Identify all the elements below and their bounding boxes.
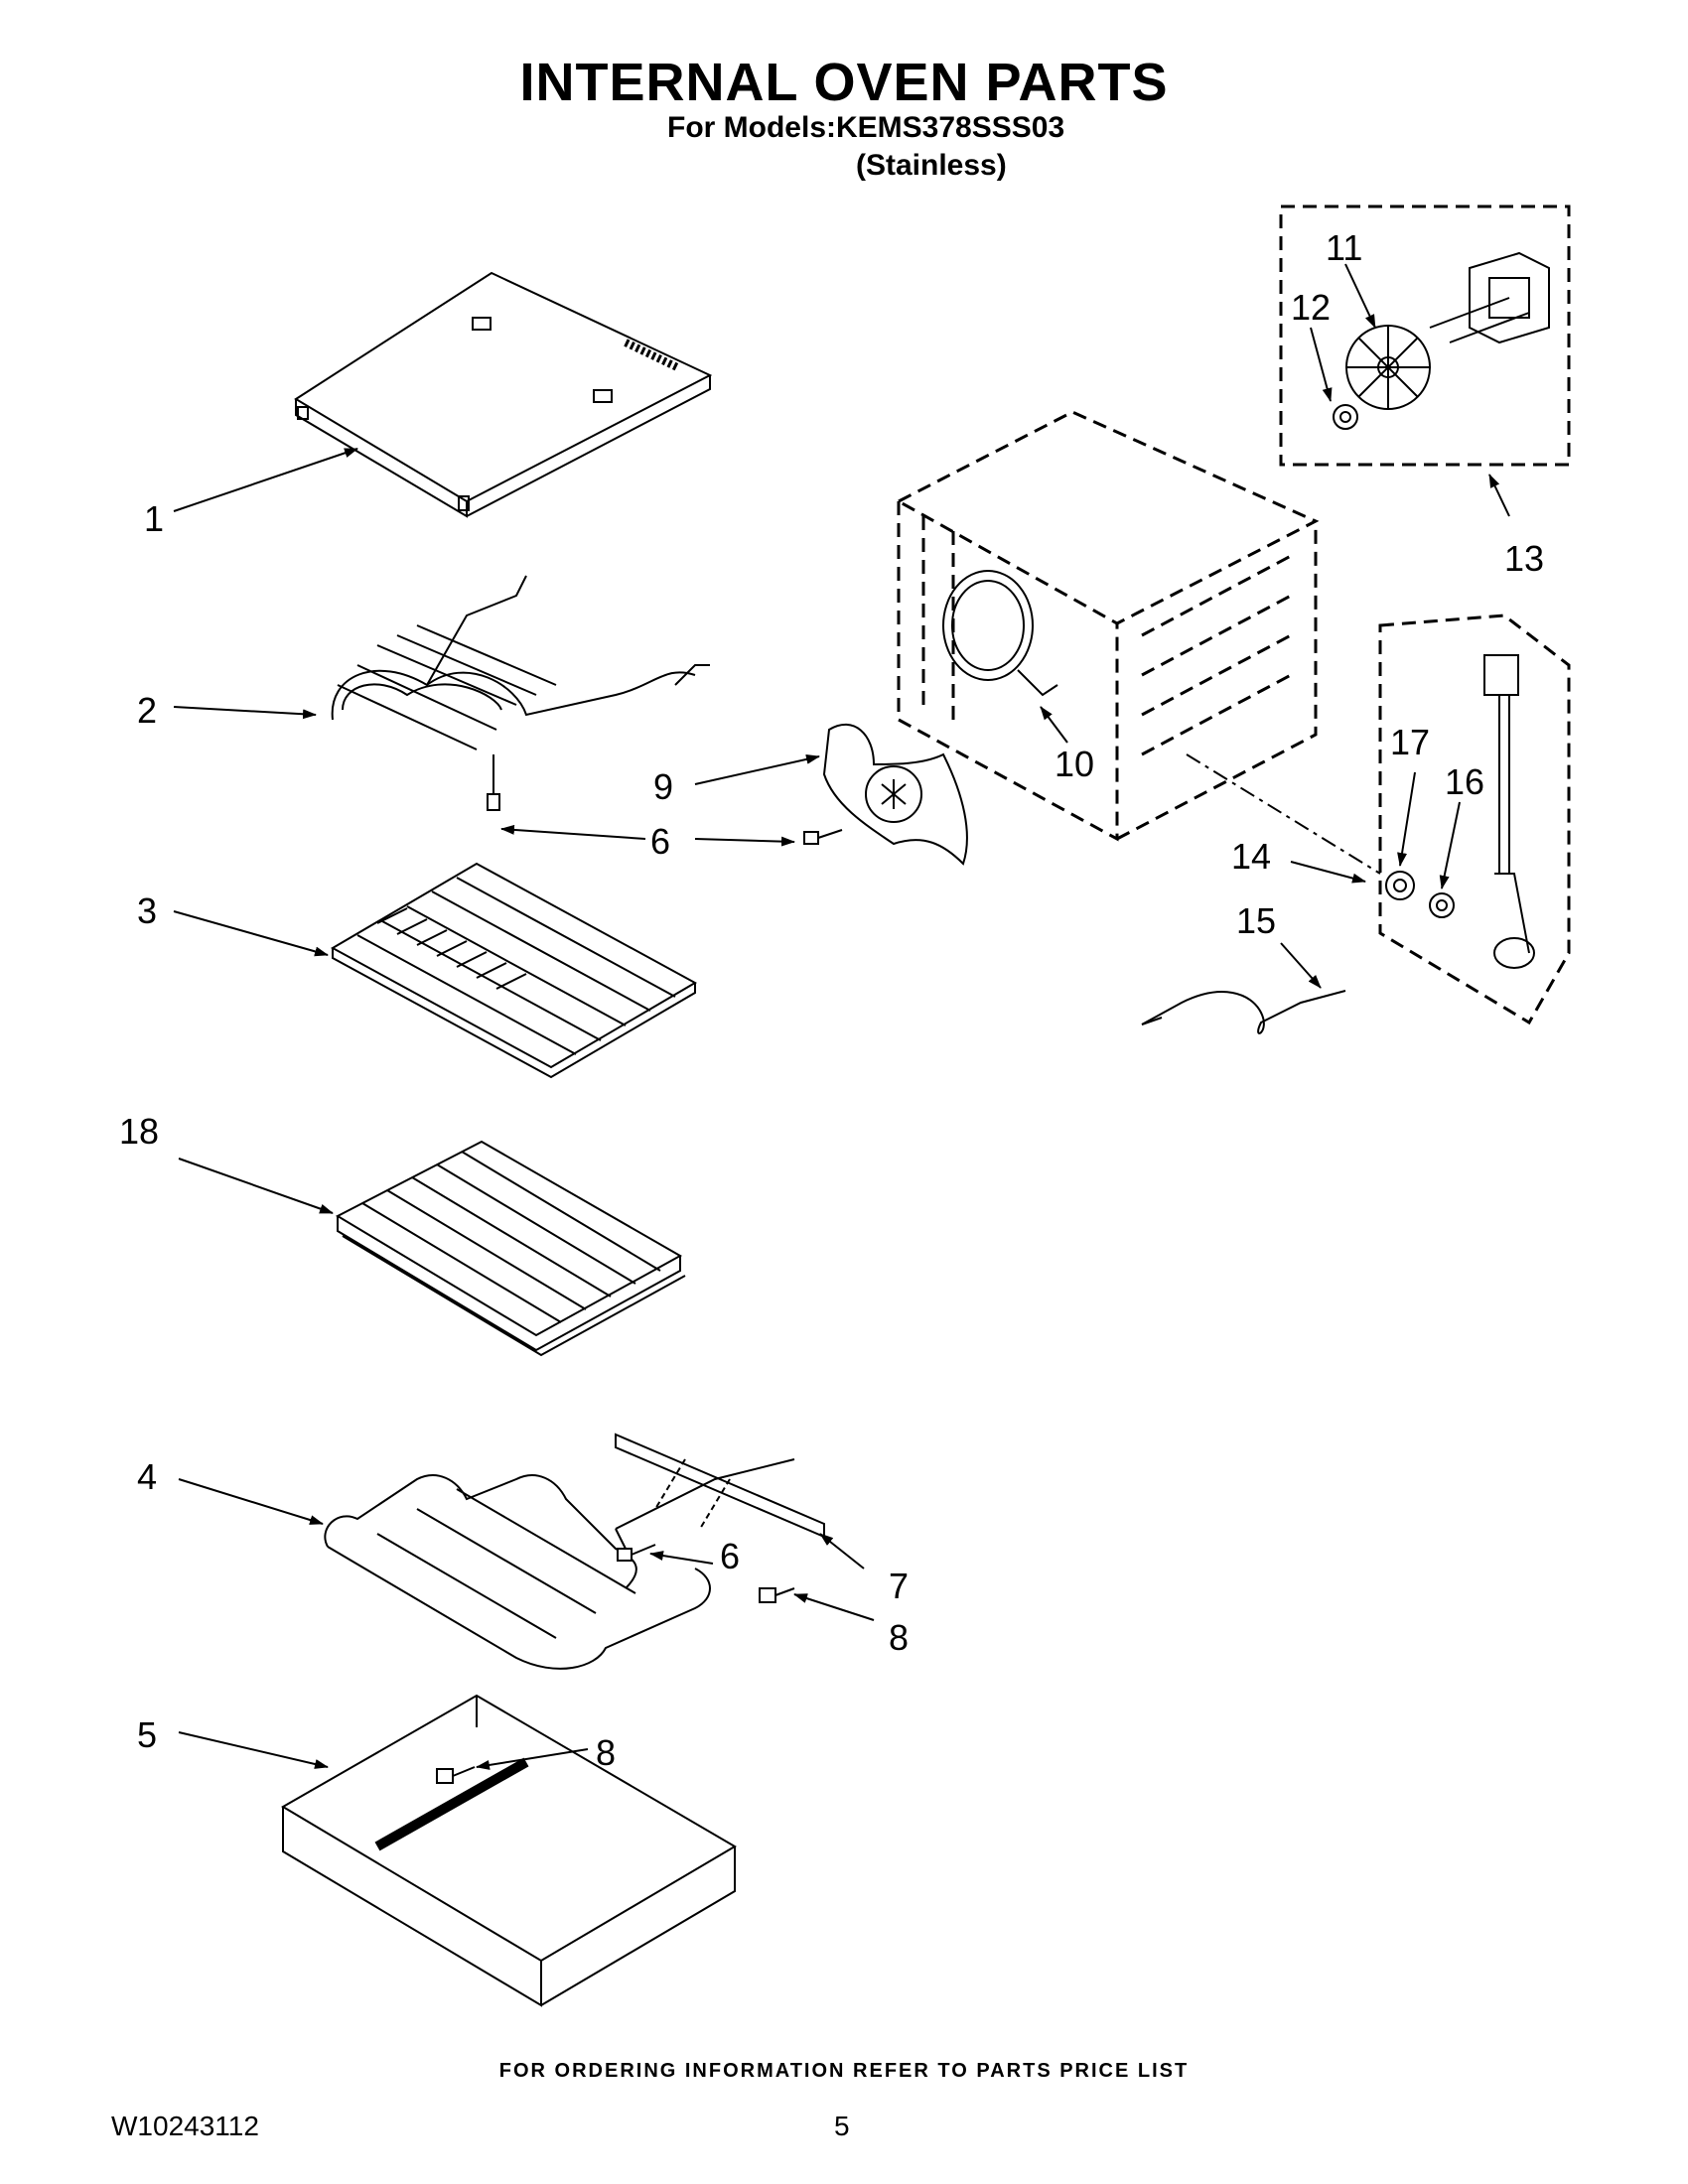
callout-9: 9 [653,766,673,807]
callout-6-lower: 6 [720,1536,740,1576]
callout-1: 1 [144,498,164,539]
page-title: INTERNAL OVEN PARTS [519,53,1169,112]
callout-3: 3 [137,890,157,931]
part-2-broil-element [331,575,710,811]
part-12-nut [1333,404,1358,430]
convection-motor [1429,251,1550,344]
page-number: 5 [834,2111,850,2141]
part-18-extension-rack [335,1140,686,1357]
callout-10: 10 [1055,744,1094,784]
part-9-fan-cover [822,724,968,866]
callout-7: 7 [889,1566,909,1606]
sensor-assembly-outline [1378,614,1571,1025]
callout-8-drawer: 8 [596,1732,616,1773]
part-3-oven-rack [330,862,698,1079]
part-15-meat-probe [1141,990,1346,1034]
document-number: W10243112 [111,2111,259,2141]
leader-arrows [173,263,1510,1770]
part-13-convection-motor-assembly [1279,205,1571,467]
model-line: For Models:KEMS378SSS03 [667,111,1065,144]
callout-4: 4 [137,1456,157,1497]
callout-13: 13 [1504,538,1544,579]
part-10-convection-element [942,570,1058,697]
callout-11: 11 [1326,227,1362,268]
part-1-top-panel [294,271,713,518]
part-7-bracket [615,1433,825,1539]
callout-14: 14 [1231,836,1271,877]
callout-15: 15 [1236,900,1276,941]
part-5-bottom-pan [281,1694,737,2007]
part-16-washer [1429,892,1455,918]
callout-17: 17 [1390,722,1430,762]
oven-sensor [1483,654,1535,969]
part-6-screw-lower [617,1544,656,1562]
callout-2: 2 [137,690,157,731]
part-17-nut [1385,871,1415,900]
part-8-screw-right [759,1587,795,1603]
finish-label: (Stainless) [856,149,1007,182]
callout-6-upper: 6 [650,821,670,862]
part-11-fan-blade [1345,325,1431,410]
callout-5: 5 [137,1714,157,1755]
sensor-alignment-line [1186,753,1381,875]
callout-18: 18 [119,1111,159,1152]
part-6-screw-upper [803,829,843,845]
ordering-note: FOR ORDERING INFORMATION REFER TO PARTS … [498,2060,1190,2082]
oven-cavity-outline [895,410,1320,842]
part-8-screw-drawer [436,1766,476,1784]
callout-8-right: 8 [889,1617,909,1658]
callout-16: 16 [1445,761,1484,802]
callout-12: 12 [1291,287,1331,328]
